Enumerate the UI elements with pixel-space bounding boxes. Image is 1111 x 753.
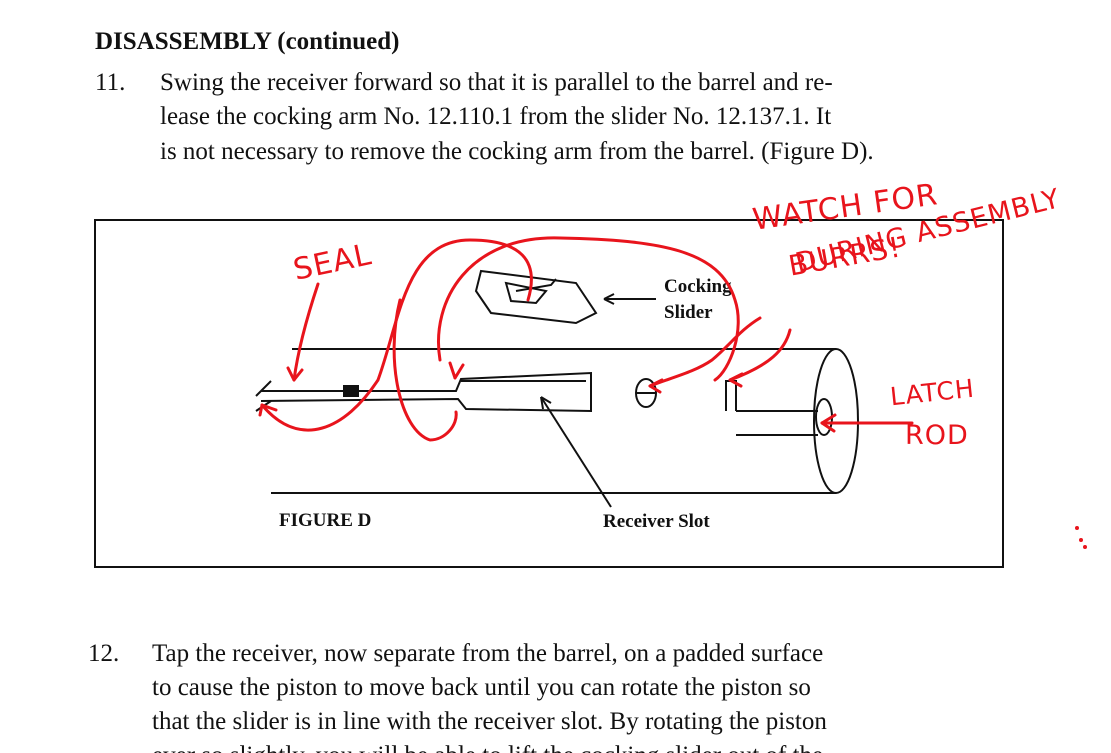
cocking-slider-label-line2: Slider <box>664 302 713 323</box>
annotation-rod: ROD <box>905 420 969 451</box>
cocking-slider-part <box>474 269 598 325</box>
step-number: 11. <box>95 69 126 96</box>
step-text-line: ever so slightly, you will be able to li… <box>152 739 823 753</box>
step-text-line: to cause the piston to move back until y… <box>152 674 811 701</box>
figure-d-drawing <box>255 269 859 508</box>
step-11: 11. Swing the receiver forward so that i… <box>95 66 1055 176</box>
seal-block <box>343 385 359 397</box>
step-text-line: lease the cocking arm No. 12.110.1 from … <box>160 103 832 130</box>
step-number: 12. <box>88 640 120 667</box>
receiver-slot-label: Receiver Slot <box>603 511 710 532</box>
step-text-line: is not necessary to remove the cocking a… <box>160 138 874 165</box>
receiver-slot-pointer <box>540 396 612 508</box>
barrel-end-ellipse <box>813 348 859 494</box>
step-text-line: that the slider is in line with the rece… <box>152 708 827 735</box>
cocking-slider-label-line1: Cocking <box>664 276 732 297</box>
step-text-line: Swing the receiver forward so that it is… <box>160 69 833 96</box>
figure-d-frame: FIGURE D Cocking Slider Receiver Slot <box>94 219 1004 568</box>
step-12: 12. Tap the receiver, now separate from … <box>88 637 1048 753</box>
section-heading: DISASSEMBLY (continued) <box>95 28 400 55</box>
step-text-line: Tap the receiver, now separate from the … <box>152 640 824 667</box>
figure-caption: FIGURE D <box>279 510 372 531</box>
